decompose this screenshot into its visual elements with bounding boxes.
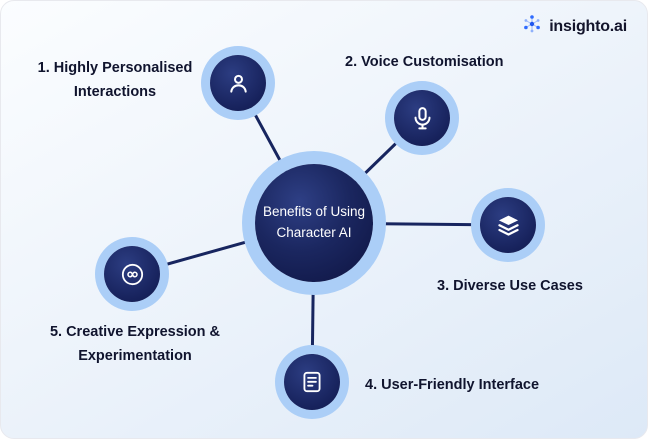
creative-cloud-icon bbox=[119, 261, 146, 288]
node-diverse-use-cases bbox=[480, 197, 536, 253]
node-personalised-interactions bbox=[210, 55, 266, 111]
central-topic: Benefits of Using Character AI bbox=[255, 164, 373, 282]
label-personalised-interactions: 1. Highly Personalised Interactions bbox=[37, 60, 193, 100]
node-creative-expression bbox=[104, 246, 160, 302]
user-icon bbox=[225, 70, 252, 97]
brand-name: insighto.ai bbox=[549, 17, 627, 35]
layers-icon bbox=[495, 212, 522, 239]
network-nodes-icon bbox=[521, 13, 543, 40]
label-diverse-use-cases: 3. Diverse Use Cases bbox=[437, 278, 583, 294]
label-creative-expression: 5. Creative Expression & Experimentation bbox=[49, 324, 221, 364]
node-voice-customisation bbox=[394, 90, 450, 146]
label-user-friendly-interface: 4. User-Friendly Interface bbox=[365, 377, 540, 393]
label-voice-customisation: 2. Voice Customisation bbox=[345, 54, 504, 70]
node-user-friendly-interface bbox=[284, 354, 340, 410]
microphone-icon bbox=[409, 105, 436, 132]
central-topic-label: Benefits of Using Character AI bbox=[262, 204, 366, 240]
interface-document-icon bbox=[299, 369, 325, 395]
brand-logo: insighto.ai bbox=[521, 13, 627, 40]
